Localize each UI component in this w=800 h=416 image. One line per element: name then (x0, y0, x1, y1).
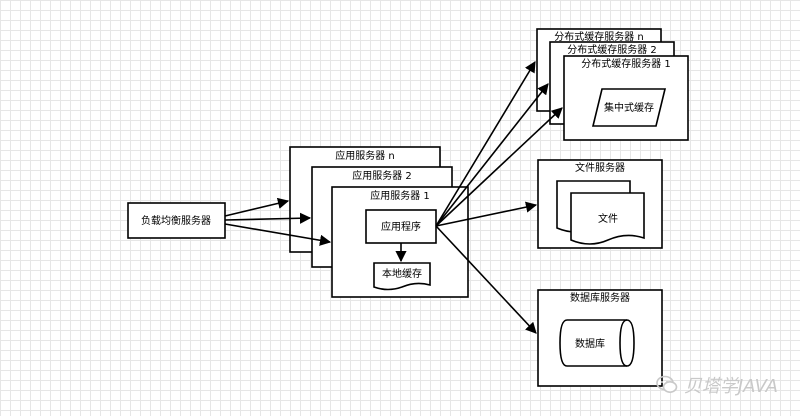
database-cylinder: 数据库 (559, 319, 635, 367)
central-cache-shape: 集中式缓存 (591, 88, 667, 127)
database-label: 数据库 (575, 337, 605, 350)
dist-cache-1-label: 分布式缓存服务器 1 (581, 57, 671, 70)
file-server-label: 文件服务器 (575, 161, 625, 174)
arrow-lb-to-app-n (224, 197, 290, 217)
db-server-label: 数据库服务器 (570, 291, 630, 304)
watermark: 贝塔学JAVA (656, 372, 778, 398)
arrow-program-to-db-server (435, 225, 537, 334)
app-server-1-label: 应用服务器 1 (370, 189, 430, 202)
arrow-lb-to-app-2 (224, 212, 312, 224)
app-server-2-label: 应用服务器 2 (352, 169, 412, 182)
arrow-lb-to-app-1 (224, 223, 332, 246)
arrow-program-to-dist-2 (435, 83, 549, 227)
app-server-n-label: 应用服务器 n (335, 149, 395, 162)
wechat-icon (656, 375, 678, 393)
app-program-box: 应用程序 (365, 209, 437, 244)
dist-cache-n-label: 分布式缓存服务器 n (554, 30, 644, 43)
watermark-text: 贝塔学JAVA (683, 376, 778, 397)
arrow-program-to-file-server (435, 201, 538, 227)
dist-cache-2-label: 分布式缓存服务器 2 (567, 43, 657, 56)
file-doc-front: 文件 (570, 192, 645, 245)
file-label: 文件 (598, 212, 618, 225)
load-balancer-label: 负载均衡服务器 (141, 214, 211, 227)
load-balancer-box: 负载均衡服务器 (127, 202, 226, 239)
local-cache-label: 本地缓存 (382, 267, 422, 280)
central-cache-label: 集中式缓存 (604, 101, 654, 114)
arrow-program-to-dist-1 (435, 107, 563, 227)
arrow-program-to-dist-n (435, 61, 536, 227)
local-cache-shape: 本地缓存 (373, 262, 431, 291)
app-program-label: 应用程序 (381, 220, 421, 233)
